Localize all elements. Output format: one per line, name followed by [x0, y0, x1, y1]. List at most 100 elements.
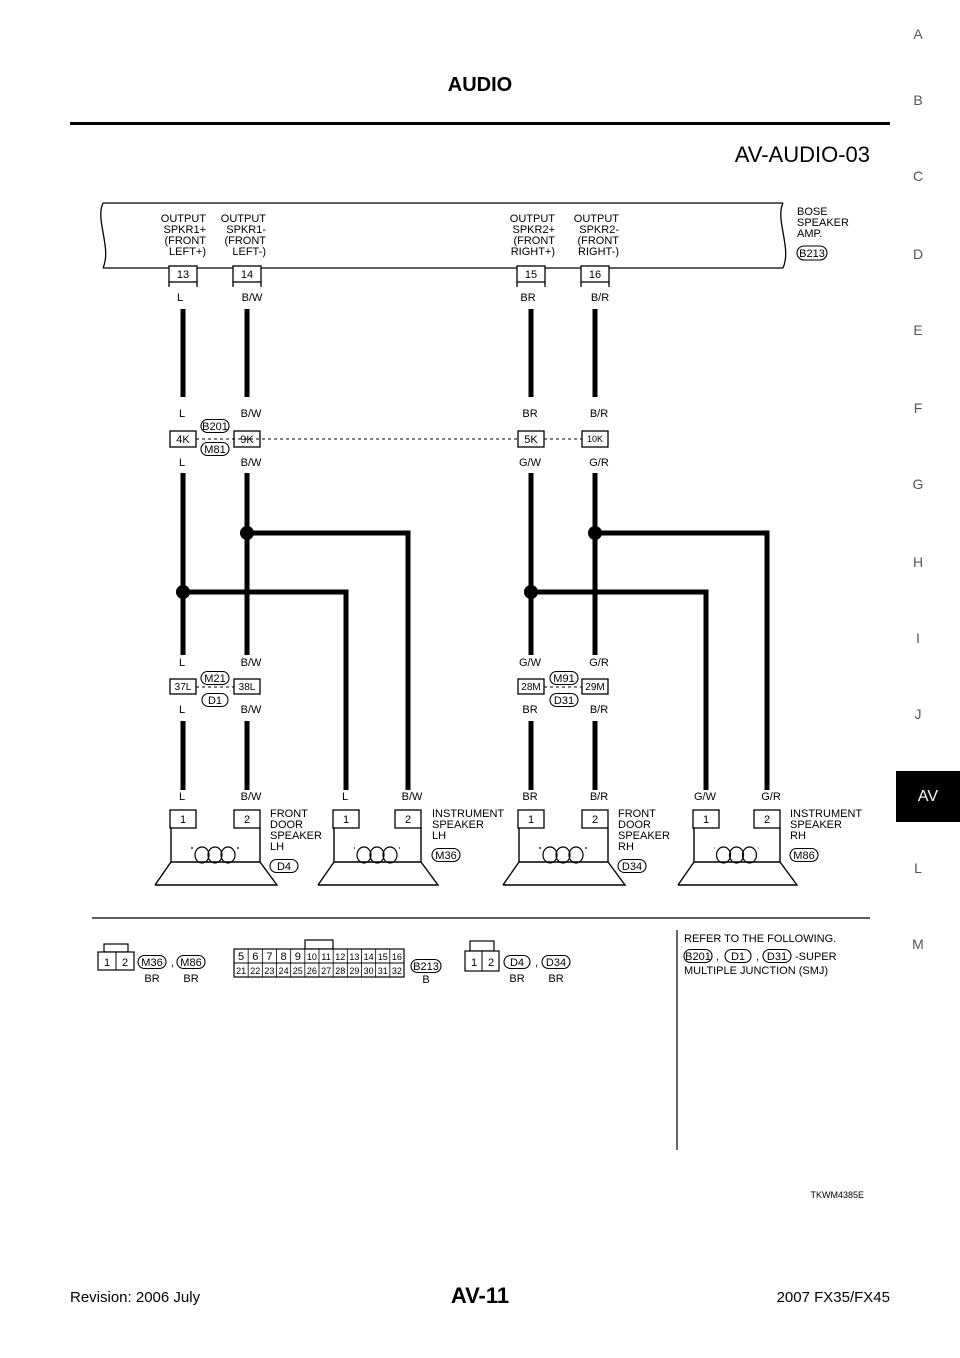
section-tab-c[interactable]: C — [912, 168, 924, 184]
j2l-lower-connector-label: D1 — [208, 695, 222, 707]
section-tab-j[interactable]: J — [914, 706, 922, 722]
speaker-connector-oval — [617, 858, 647, 874]
j1-upper-connector-label: B201 — [202, 421, 228, 433]
section-tab-g[interactable]: G — [912, 476, 924, 492]
c2-pin-bottom: 28 — [335, 966, 345, 976]
amp-output-label: OUTPUT — [510, 213, 556, 225]
section-tab-a[interactable]: A — [913, 26, 923, 42]
speaker-pin-label: 1 — [343, 814, 349, 826]
c2-pin-bottom: 24 — [279, 966, 289, 976]
c3-connector-b-oval — [541, 954, 571, 970]
speaker-wire-label: L — [342, 791, 348, 803]
section-tab-i[interactable]: I — [916, 630, 920, 646]
reference-heading: REFER TO THE FOLLOWING. — [684, 933, 836, 945]
amp-pin-16-label: 16 — [589, 269, 601, 281]
speaker-coil-loop — [207, 846, 223, 864]
c1-color-b: BR — [183, 973, 198, 985]
c1-pin: 1 — [104, 957, 110, 969]
amp-output-label: SPKR2+ — [513, 224, 556, 236]
j2l-wire-below: B/W — [241, 704, 262, 716]
c2-pin-bottom: 32 — [392, 966, 402, 976]
amp-pin-15-label: 15 — [525, 269, 537, 281]
speaker-coil-loop — [369, 846, 385, 864]
speaker-connector-label: M86 — [793, 850, 814, 862]
c2-pin-top: 9 — [295, 951, 301, 963]
j1-wire-below: L — [179, 457, 185, 469]
ref-sep: , — [756, 951, 759, 963]
vehicle-model: 2007 FX35/FX45 — [776, 1289, 890, 1306]
j1-pin-9K-label: 9K — [240, 434, 254, 446]
c2-pin-bottom: 31 — [378, 966, 388, 976]
c2-pin-top: 11 — [321, 952, 330, 962]
c3-pin: 2 — [488, 957, 494, 969]
speaker-pin-label: 2 — [592, 814, 598, 826]
amp-output-label: (FRONT — [164, 235, 206, 247]
c2-pin-bottom: 29 — [349, 966, 359, 976]
c2-pin-bottom: 22 — [250, 966, 260, 976]
c3-connector-a-label: D4 — [510, 957, 524, 969]
c3-connector-a-oval — [503, 954, 531, 970]
j1-pin-5K-label: 5K — [524, 434, 538, 446]
speaker-pin-box — [692, 809, 720, 829]
c2-key — [304, 939, 334, 950]
section-tab-m[interactable]: M — [912, 936, 924, 952]
amp-pin-15-box — [516, 265, 546, 283]
speaker-name-line: FRONT — [270, 808, 308, 820]
section-tab-f[interactable]: F — [913, 400, 923, 416]
speaker-pin-label: 1 — [180, 814, 186, 826]
speaker-connector-label: D34 — [622, 861, 642, 873]
diagram-id: AV-AUDIO-03 — [734, 142, 870, 167]
amp-output-label: SPKR1- — [226, 224, 266, 236]
speaker-name-line: FRONT — [618, 808, 656, 820]
j2l-upper-connector-oval — [200, 670, 230, 686]
speaker-wire-label: BR — [522, 791, 537, 803]
amp-output-label: (FRONT — [577, 235, 619, 247]
j1-pin-4K-label: 4K — [176, 434, 190, 446]
amp-output-label: OUTPUT — [221, 213, 267, 225]
speaker-name-line: DOOR — [618, 819, 651, 831]
speaker-name-line: LH — [270, 841, 284, 853]
j1-wire-above: B/W — [241, 408, 262, 420]
speaker-coil-loop — [382, 846, 398, 864]
speaker-connector-oval — [789, 847, 819, 863]
speaker-pin-label: 2 — [244, 814, 250, 826]
amp-output-label: (FRONT — [224, 235, 266, 247]
c1-sep: , — [171, 957, 174, 969]
j2r-lower-connector-oval — [549, 692, 579, 708]
j1-wire-above: BR — [522, 408, 537, 420]
ref-connector-c-oval — [762, 948, 792, 964]
ref-connector-b-label: D1 — [731, 951, 745, 963]
speaker-connector-oval — [431, 847, 461, 863]
section-tab-av[interactable]: AV — [896, 771, 960, 822]
section-tab-d[interactable]: D — [912, 246, 924, 262]
speaker-name-line: RH — [618, 841, 634, 853]
j1-upper-connector-oval — [200, 418, 230, 434]
amp-pin-14-label: 14 — [241, 269, 253, 281]
section-tab-l[interactable]: L — [914, 860, 922, 876]
amp-output-label: LEFT+) — [169, 246, 206, 258]
section-tab-e[interactable]: E — [913, 322, 923, 338]
section-tab-h[interactable]: H — [912, 554, 924, 570]
c2-connector-oval — [410, 958, 442, 974]
speaker-wire-label: B/W — [402, 791, 423, 803]
speaker-name-line: DOOR — [270, 819, 303, 831]
speaker-pin-label: 2 — [764, 814, 770, 826]
ref-connector-c-label: D31 — [767, 951, 787, 963]
j2r-pin-29M-label: 29M — [585, 682, 604, 693]
section-tab-b[interactable]: B — [913, 92, 923, 108]
speaker-wire-label: L — [179, 791, 185, 803]
amp-name-line: AMP. — [797, 228, 822, 240]
c3-pin: 1 — [471, 957, 477, 969]
c2-pin-top: 7 — [266, 951, 272, 963]
header-rule — [70, 122, 890, 125]
j2r-upper-connector-label: M91 — [553, 673, 574, 685]
speaker-connector-oval — [269, 858, 299, 874]
amp-name-line: SPEAKER — [797, 217, 849, 229]
amp-pin-13-box — [168, 265, 198, 283]
amp-output-label: OUTPUT — [574, 213, 620, 225]
amp-wire-label: B/R — [591, 292, 609, 304]
speaker-name-line: INSTRUMENT — [790, 808, 862, 820]
amp-output-label: OUTPUT — [161, 213, 207, 225]
amp-wire-label: BR — [520, 292, 535, 304]
